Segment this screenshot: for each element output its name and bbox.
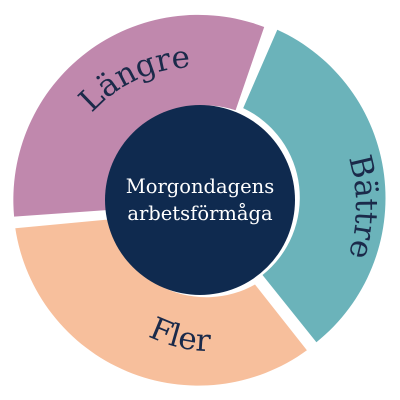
center-title-line2: arbetsförmåga	[127, 201, 273, 225]
segment-langre	[13, 14, 265, 217]
center-title-line1: Morgondagens	[126, 175, 275, 198]
segment-fler	[15, 219, 307, 386]
segment-label-battre: Bättre	[341, 152, 384, 263]
center-circle	[105, 105, 295, 295]
segment-battre	[243, 29, 386, 343]
